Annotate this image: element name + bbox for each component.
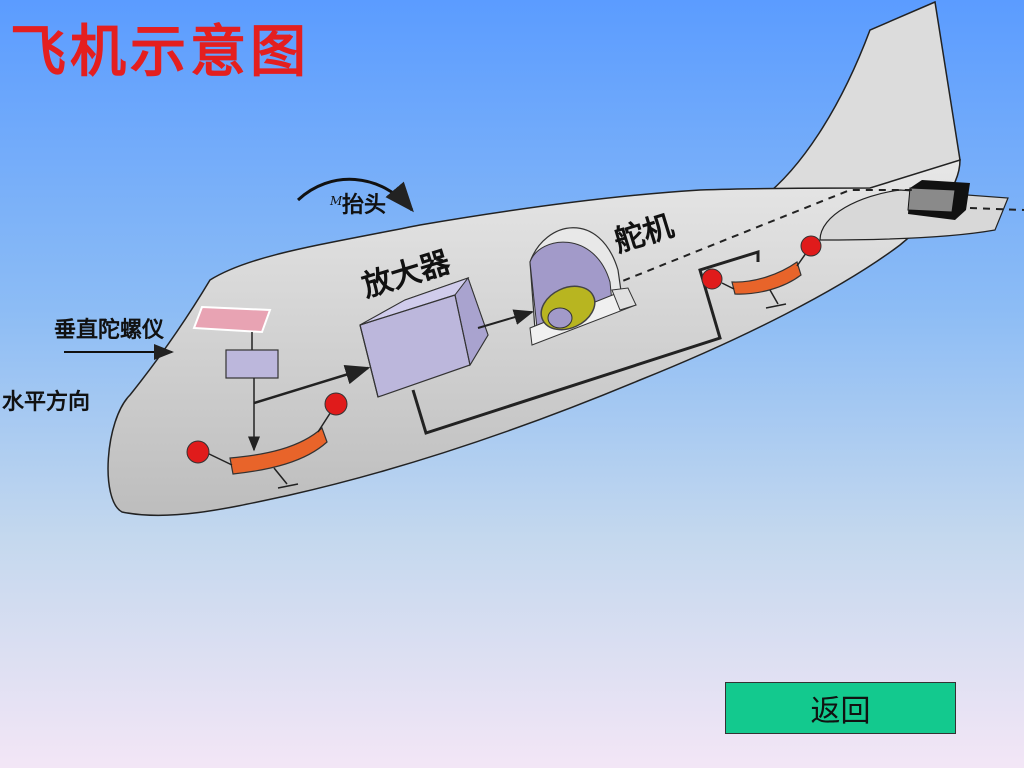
pitch-moment-symbol: M (329, 194, 343, 208)
servo-unit (529, 227, 637, 346)
horizontal-direction-label: 水平方向 (2, 389, 90, 415)
page-title: 飞机示意图 (10, 19, 310, 85)
vertical-gyro-label: 垂直陀螺仪 (54, 317, 165, 343)
vertical-gyro-box (225, 349, 279, 379)
feedback-loop (411, 249, 760, 435)
front-potentiometer (186, 392, 348, 489)
rear-potentiometer (701, 235, 822, 309)
elevator-box (907, 180, 970, 220)
pitch-up-label: 抬头 (342, 192, 386, 218)
tail-fin (757, 0, 961, 206)
control-linkage (574, 189, 1024, 301)
contact-dot (701, 268, 723, 290)
return-button[interactable]: 返回 (725, 682, 956, 734)
contact-dot (186, 440, 210, 464)
pitch-up-arrow-icon (296, 177, 414, 213)
contact-dot (324, 392, 348, 416)
amplifier-box (359, 276, 489, 398)
vertical-gyro-rotor (192, 305, 272, 334)
contact-dot (800, 235, 822, 257)
signal-line (253, 365, 371, 405)
